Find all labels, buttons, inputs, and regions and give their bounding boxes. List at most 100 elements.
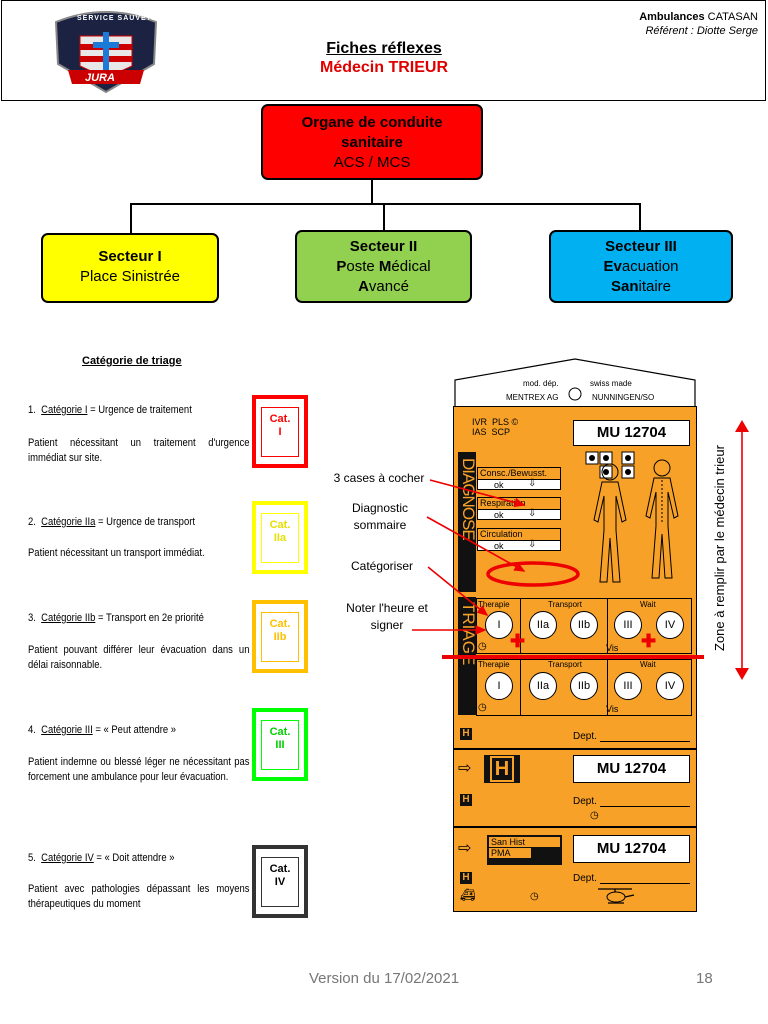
referent: Référent : Diotte Serge — [645, 25, 758, 37]
triage-row-2-cat-IV[interactable]: IV — [656, 672, 684, 700]
hospital-icon: H — [460, 794, 472, 806]
tag-maker: MENTREX AG — [506, 393, 559, 402]
tag-id-middle: MU 12704 — [573, 755, 690, 783]
category-2-card: Cat.IIa — [252, 501, 308, 574]
sector-1-label: Place Sinistrée — [79, 268, 181, 285]
category-3-description: Patient pouvant différer leur évacuation… — [28, 644, 250, 671]
category-3-card: Cat.IIb — [252, 600, 308, 673]
triage-row-2-therapie: Therapie — [478, 660, 510, 669]
triage-row-1-cat-III[interactable]: III — [614, 611, 642, 639]
triage-row-1-cat-I[interactable]: I — [485, 611, 513, 639]
category-1-card: Cat.I — [252, 395, 308, 468]
category-5-description: Patient avec pathologies dépassant les m… — [28, 883, 250, 910]
tag-separator — [453, 826, 697, 828]
logo-text-top: SERVICE SAUVETAGE — [77, 15, 170, 22]
logo-text-bottom: JURA — [85, 72, 115, 84]
category-1-description: Patient nécessitant un traitement d'urge… — [28, 437, 250, 464]
red-cross-icon: ✚ — [641, 631, 657, 651]
page-header — [1, 0, 766, 101]
diagnose-label: DIAGNOSE — [459, 458, 478, 540]
org-command-line1: Organe de conduite — [301, 114, 443, 131]
category-3-title: 3. Catégorie IIb = Transport en 2e prior… — [28, 612, 204, 624]
hospital-icon: H — [484, 755, 520, 783]
clock-icon: ◷ — [478, 641, 487, 652]
annotation-checkboxes: 3 cases à cocher — [333, 471, 425, 485]
tag-consc-checkbox[interactable]: ok⇩ — [477, 478, 561, 490]
ambulance-icon: 🚑︎ — [460, 888, 476, 902]
page-number: 18 — [696, 970, 713, 987]
sector-3-line1: Evacuation — [603, 258, 679, 275]
san-hist-box: San Hist PMA — [487, 835, 562, 865]
org-connector-vertical — [371, 180, 373, 204]
helicopter-icon — [598, 888, 635, 904]
triage-row-1-wait: Wait — [640, 600, 656, 609]
org-box-command: Organe de conduite sanitaire ACS / MCS — [261, 104, 483, 180]
triage-row-1-cat-IIb[interactable]: IIb — [570, 611, 598, 639]
sector-1-title: Secteur I — [98, 248, 162, 265]
footer-version: Version du 17/02/2021 — [308, 970, 460, 987]
triage-label: TRIAGE — [459, 602, 478, 666]
annotation-note-time: Noter l'heure et signer — [346, 601, 428, 632]
triage-row-2-cat-IIa[interactable]: IIa — [529, 672, 557, 700]
category-5-card: Cat.IV — [252, 845, 308, 918]
triage-row-2-cat-IIb[interactable]: IIb — [570, 672, 598, 700]
body-diagram-icon — [585, 451, 679, 583]
org-connector-right — [639, 203, 641, 231]
category-4-title: 4. Catégorie III = « Peut attendre » — [28, 724, 177, 736]
org-connector-middle — [383, 203, 385, 231]
tag-separator — [453, 748, 697, 750]
tag-id-top: MU 12704 — [573, 420, 690, 446]
triage-row-1-divider-a — [520, 598, 521, 654]
triage-row-1-cat-IV[interactable]: IV — [656, 611, 684, 639]
triage-row-2-cat-I[interactable]: I — [485, 672, 513, 700]
triage-row-1-vis: Vis — [606, 643, 619, 653]
service-sauvetage-jura-logo — [54, 11, 158, 94]
category-4-description: Patient indemne ou blessé léger ne néces… — [28, 756, 250, 783]
annotation-categorize: Catégoriser — [350, 559, 414, 573]
triage-row-2-cat-III[interactable]: III — [614, 672, 642, 700]
hospital-icon: H — [460, 872, 472, 884]
triage-row-2-wait: Wait — [640, 660, 656, 669]
dept-line — [600, 883, 690, 884]
dept-line — [600, 806, 690, 807]
sector-2-line1: Poste Médical — [336, 258, 431, 275]
red-cut-line — [442, 655, 704, 659]
tag-resp-checkbox[interactable]: ok⇩ — [477, 508, 561, 520]
org-box-sector-3: Secteur III Evacuation Sanitaire — [549, 230, 733, 303]
triage-row-1-therapie: Therapie — [478, 600, 510, 609]
triage-row-2-divider-b — [607, 659, 608, 716]
org-command-line2: sanitaire — [341, 134, 403, 151]
tag-dept-2: Dept. — [573, 796, 597, 807]
header-company-block: Ambulances CATASAN Référent : Diotte Ser… — [639, 10, 758, 38]
triage-row-1-cat-IIa[interactable]: IIa — [529, 611, 557, 639]
org-connector-horizontal — [130, 203, 641, 205]
tag-city: NUNNINGEN/SO — [592, 393, 655, 402]
clock-icon: ◷ — [590, 810, 599, 821]
org-command-line3: ACS / MCS — [333, 154, 411, 171]
triage-row-1-transport: Transport — [548, 600, 582, 609]
company-label: Ambulances — [639, 11, 705, 23]
tag-circ-checkbox[interactable]: ok⇩ — [477, 539, 561, 551]
clock-icon: ◷ — [478, 702, 487, 713]
tag-swiss-made: swiss made — [590, 379, 632, 388]
category-heading: Catégorie de triage — [82, 355, 182, 367]
annotation-zone: Zone à remplir par le médecin trieur — [712, 445, 727, 651]
clock-icon: ◷ — [530, 891, 539, 902]
dept-line — [600, 741, 690, 742]
hospital-icon: H — [460, 728, 472, 740]
org-box-sector-2: Secteur II Poste Médical Avancé — [295, 230, 472, 303]
page-subtitle: Médecin TRIEUR — [319, 59, 448, 76]
tag-dept-3: Dept. — [573, 873, 597, 884]
triage-row-2 — [476, 659, 692, 716]
category-2-description: Patient nécessitant un transport immédia… — [28, 547, 205, 559]
sector-3-line2: Sanitaire — [610, 278, 672, 295]
triage-row-1-divider-b — [607, 598, 608, 654]
triage-row-2-vis: Vis — [606, 704, 619, 714]
company-name: CATASAN — [707, 11, 758, 23]
category-2-title: 2. Catégorie IIa = Urgence de transport — [28, 516, 195, 528]
org-box-sector-1: Secteur I Place Sinistrée — [41, 233, 219, 303]
category-1-title: 1. Catégorie I = Urgence de traitement — [28, 404, 192, 416]
triage-row-2-transport: Transport — [548, 660, 582, 669]
red-cross-icon: ✚ — [510, 631, 526, 651]
tag-id-bottom: MU 12704 — [573, 835, 690, 863]
